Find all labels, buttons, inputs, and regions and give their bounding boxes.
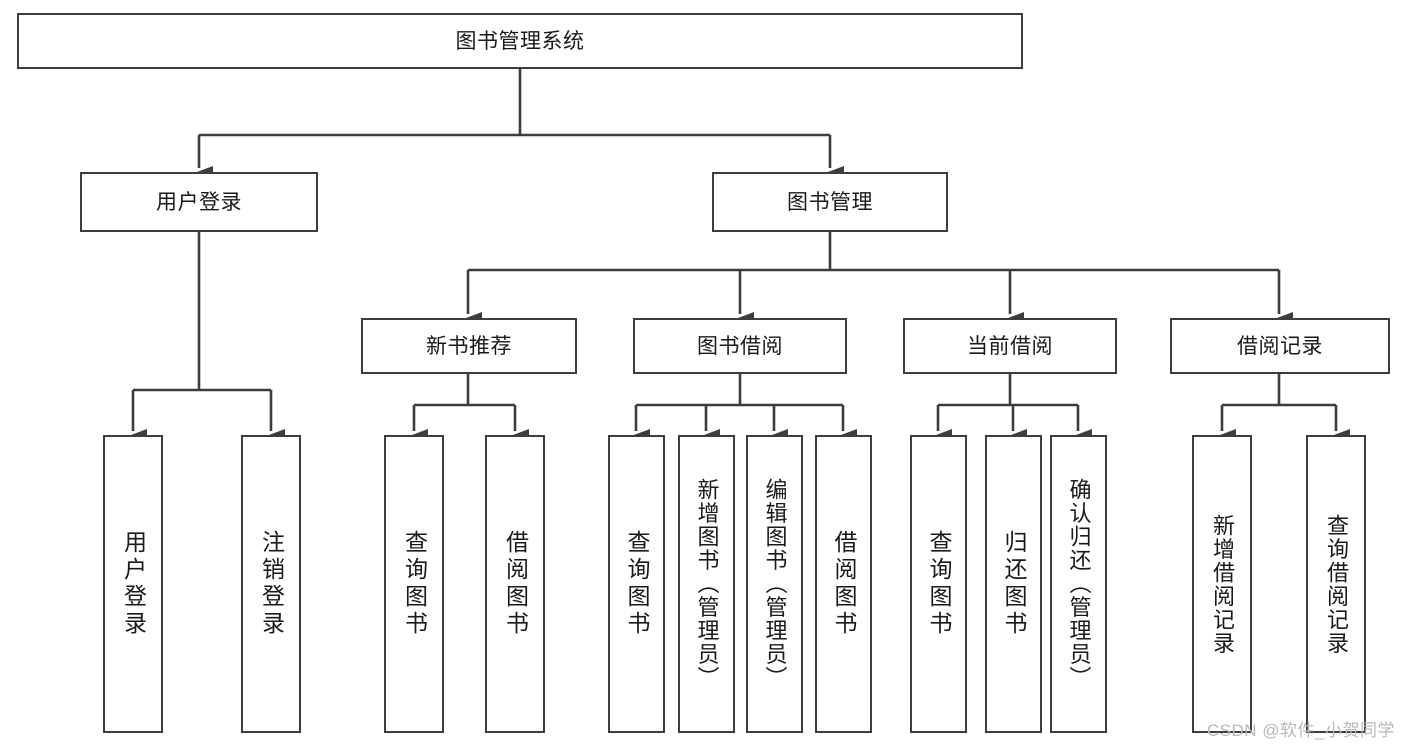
node-root-label: 图书管理系统 [455,29,585,53]
node-user-login-label: 用户登录 [156,190,242,214]
node-leaf-borrow-book-2-label: 借阅图书 [831,530,857,638]
node-borrow-record-label: 借阅记录 [1237,334,1323,358]
node-leaf-borrow-book-1-label: 借阅图书 [502,530,529,638]
node-book-manage[interactable]: 图书管理 [712,172,948,232]
node-leaf-return-book[interactable]: 归还图书 [985,435,1042,733]
node-leaf-user-login-label: 用户登录 [120,530,147,638]
node-leaf-add-book-admin-label: 新增图书（管理员） [694,478,720,690]
node-leaf-edit-book-admin[interactable]: 编辑图书（管理员） [746,435,803,733]
node-book-borrow-label: 图书借阅 [697,334,783,358]
node-leaf-query-book-3[interactable]: 查询图书 [910,435,967,733]
node-leaf-confirm-return-admin[interactable]: 确认归还（管理员） [1050,435,1107,733]
node-new-book-recommend[interactable]: 新书推荐 [361,318,577,374]
node-current-borrow-label: 当前借阅 [967,334,1053,358]
node-root[interactable]: 图书管理系统 [17,13,1023,69]
node-leaf-add-book-admin[interactable]: 新增图书（管理员） [678,435,735,733]
node-leaf-user-logout-label: 注销登录 [258,530,285,638]
node-leaf-query-book-2-label: 查询图书 [624,530,650,638]
csdn-watermark: CSDN @软件_小贺同学 [1206,721,1395,740]
node-leaf-query-book-1-label: 查询图书 [401,530,428,638]
node-leaf-borrow-book-2[interactable]: 借阅图书 [815,435,872,733]
node-leaf-query-book-3-label: 查询图书 [926,530,952,638]
node-leaf-confirm-return-admin-label: 确认归还（管理员） [1066,478,1092,690]
node-current-borrow[interactable]: 当前借阅 [903,318,1117,374]
node-book-borrow[interactable]: 图书借阅 [633,318,847,374]
node-leaf-add-borrow-record-label: 新增借阅记录 [1210,513,1235,655]
node-leaf-edit-book-admin-label: 编辑图书（管理员） [762,478,788,690]
node-borrow-record[interactable]: 借阅记录 [1170,318,1390,374]
node-book-manage-label: 图书管理 [787,190,873,214]
node-leaf-query-borrow-record-label: 查询借阅记录 [1324,513,1349,655]
node-new-book-recommend-label: 新书推荐 [426,334,512,358]
node-leaf-query-borrow-record[interactable]: 查询借阅记录 [1306,435,1366,733]
node-leaf-return-book-label: 归还图书 [1001,530,1027,638]
node-leaf-query-book-1[interactable]: 查询图书 [384,435,444,733]
node-leaf-user-login[interactable]: 用户登录 [103,435,163,733]
node-user-login[interactable]: 用户登录 [80,172,318,232]
node-leaf-query-book-2[interactable]: 查询图书 [608,435,665,733]
node-leaf-borrow-book-1[interactable]: 借阅图书 [485,435,545,733]
node-leaf-add-borrow-record[interactable]: 新增借阅记录 [1192,435,1252,733]
node-leaf-user-logout[interactable]: 注销登录 [241,435,301,733]
